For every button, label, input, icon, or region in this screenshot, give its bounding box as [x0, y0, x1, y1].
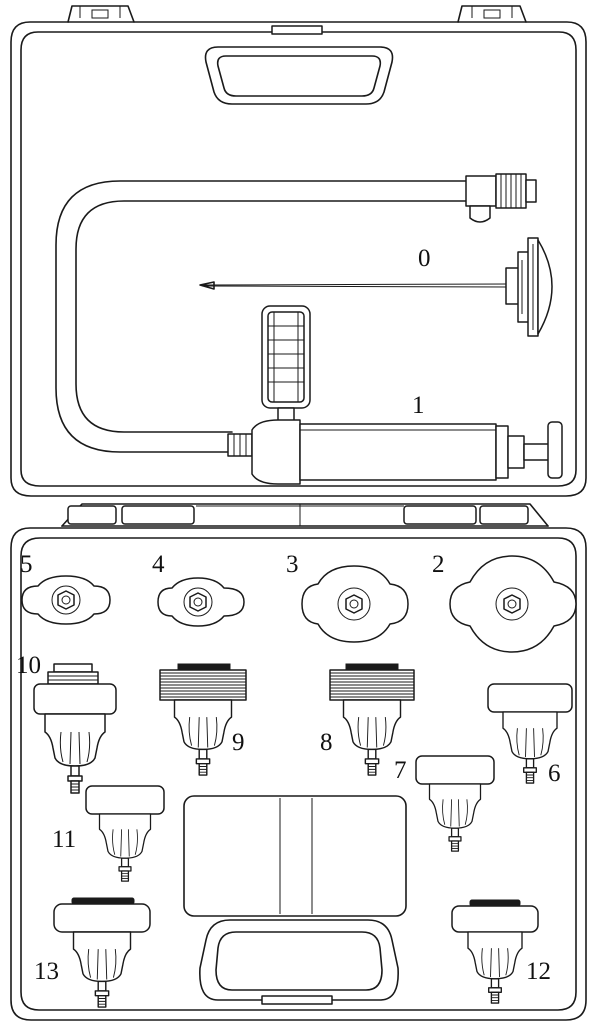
- label-part-3: 3: [286, 551, 299, 578]
- lid-handle-recess: [204, 46, 394, 105]
- label-part-13: 13: [34, 958, 59, 985]
- cap-5: [21, 575, 111, 625]
- label-part-0: 0: [418, 245, 431, 272]
- case-base: [10, 527, 587, 1021]
- adapter-9: [159, 663, 247, 776]
- quick-coupler: [465, 173, 537, 223]
- adapter-8: [329, 663, 415, 776]
- label-part-1: 1: [412, 392, 425, 419]
- hand-pump: [227, 419, 563, 485]
- label-part-11: 11: [52, 826, 76, 853]
- hose: [55, 180, 469, 453]
- adapter-12: [451, 899, 539, 1004]
- hinge-bar: [61, 503, 549, 527]
- label-part-7: 7: [394, 757, 407, 784]
- label-part-5: 5: [20, 551, 33, 578]
- hinge-right-top: [457, 5, 527, 23]
- label-part-6: 6: [548, 760, 561, 787]
- adapter-10: [33, 663, 117, 794]
- label-part-2: 2: [432, 551, 445, 578]
- label-part-4: 4: [152, 551, 165, 578]
- adapter-6: [487, 683, 573, 784]
- center-compartment: [183, 795, 407, 917]
- lid-label-plate: [271, 25, 323, 35]
- cap-4: [157, 577, 245, 627]
- probe-tool: [199, 237, 553, 337]
- label-part-10: 10: [16, 652, 41, 679]
- base-label-plate: [261, 995, 333, 1005]
- cap-2: [449, 555, 577, 653]
- label-part-12: 12: [526, 958, 551, 985]
- label-part-9: 9: [232, 729, 245, 756]
- cap-3: [301, 565, 409, 643]
- adapter-7: [415, 755, 495, 852]
- case-lid: [10, 5, 587, 497]
- adapter-11: [85, 785, 165, 882]
- hinge-left-top: [67, 5, 135, 23]
- label-part-8: 8: [320, 729, 333, 756]
- base-handle-recess: [199, 919, 399, 1001]
- adapter-13: [53, 897, 151, 1008]
- pressure-gauge: [261, 305, 311, 425]
